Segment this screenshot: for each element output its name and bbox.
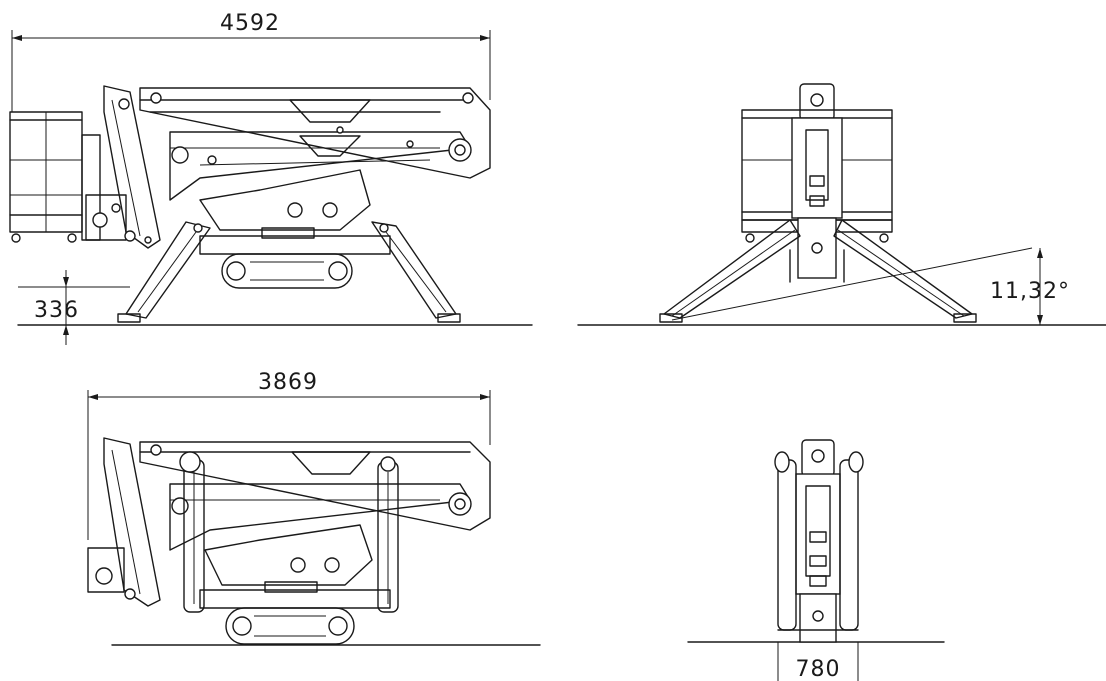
- mast-front: [791, 83, 843, 279]
- work-basket: [9, 111, 127, 243]
- machine-front-transport: [774, 439, 864, 643]
- outriggers-raised: [179, 451, 399, 613]
- dimension-label-ground-clearance: 336: [34, 298, 79, 323]
- outriggers: [117, 221, 461, 323]
- dimension-label-transport-length: 3869: [258, 370, 318, 395]
- main-boom: [139, 87, 491, 201]
- dimension-label-outrigger-angle: 11,32°: [990, 279, 1070, 304]
- dimension-label-working-length: 4592: [220, 11, 280, 36]
- front-view-transport: 780: [687, 439, 945, 681]
- main-boom-transport: [139, 441, 491, 551]
- dimension-transport-width: 780: [777, 642, 859, 681]
- jib-arm: [103, 85, 161, 249]
- dimension-label-transport-width: 780: [796, 657, 841, 681]
- jib-folded: [87, 437, 161, 607]
- outriggers-front: [659, 219, 977, 323]
- turret-and-chassis: [199, 169, 391, 289]
- side-view-transport: 3869: [87, 370, 541, 646]
- turret-chassis-transport: [199, 524, 391, 645]
- dimension-outrigger-angle: 11,32°: [671, 247, 1070, 325]
- dimension-ground-clearance: 336: [18, 270, 130, 345]
- side-view-deployed: 4592 336: [9, 11, 533, 345]
- dimension-transport-length: 3869: [87, 370, 491, 540]
- dimension-working-length: 4592: [11, 11, 491, 112]
- front-view-deployed: 11,32°: [577, 83, 1106, 326]
